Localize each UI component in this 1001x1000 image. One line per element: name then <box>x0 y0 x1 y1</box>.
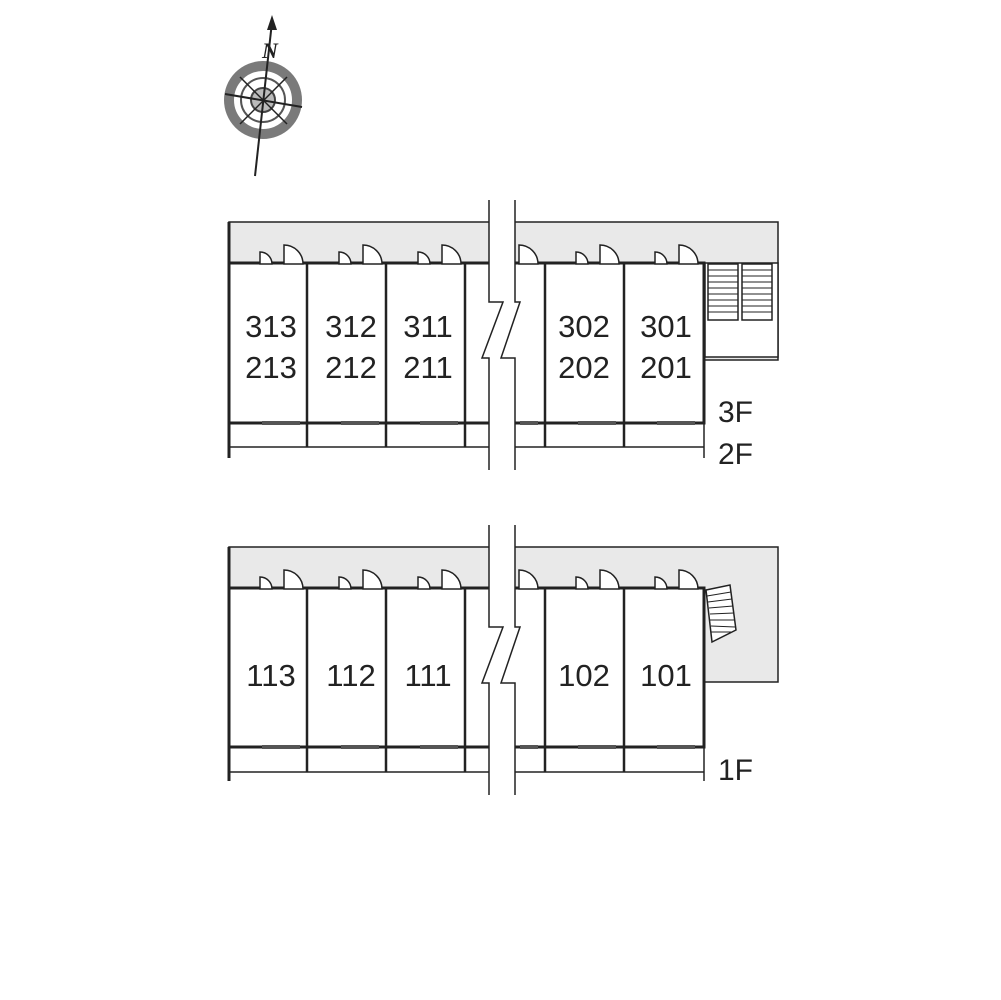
unit-label: 311 <box>403 309 452 344</box>
unit-label: 201 <box>640 350 692 385</box>
unit-label: 213 <box>245 350 297 385</box>
floor-label: 2F <box>718 438 753 471</box>
unit-label: 111 <box>404 658 451 693</box>
break-line <box>480 200 522 470</box>
lower-block: 113 112 111 102 101 1F <box>227 525 779 795</box>
break-line <box>480 525 522 795</box>
unit-label: 102 <box>558 658 610 693</box>
unit-label: 212 <box>325 350 377 385</box>
floor-label: 1F <box>718 754 753 787</box>
stairs-icon <box>707 263 773 321</box>
unit-label: 302 <box>558 309 610 344</box>
door-icon <box>259 244 699 265</box>
unit-label: 312 <box>325 309 377 344</box>
north-label: N <box>261 38 279 63</box>
unit-label: 101 <box>640 658 692 693</box>
upper-block: 313 312 311 302 301 213 212 211 202 201 … <box>227 200 779 471</box>
unit-label: 211 <box>403 350 452 385</box>
unit-label: 313 <box>245 309 297 344</box>
floor-label: 3F <box>718 396 753 429</box>
unit-label: 113 <box>246 658 295 693</box>
compass-icon: N <box>224 15 303 177</box>
door-icon <box>259 569 699 590</box>
unit-label: 112 <box>326 658 375 693</box>
stairs-icon <box>705 584 737 644</box>
unit-label: 301 <box>640 309 692 344</box>
unit-label: 202 <box>558 350 610 385</box>
